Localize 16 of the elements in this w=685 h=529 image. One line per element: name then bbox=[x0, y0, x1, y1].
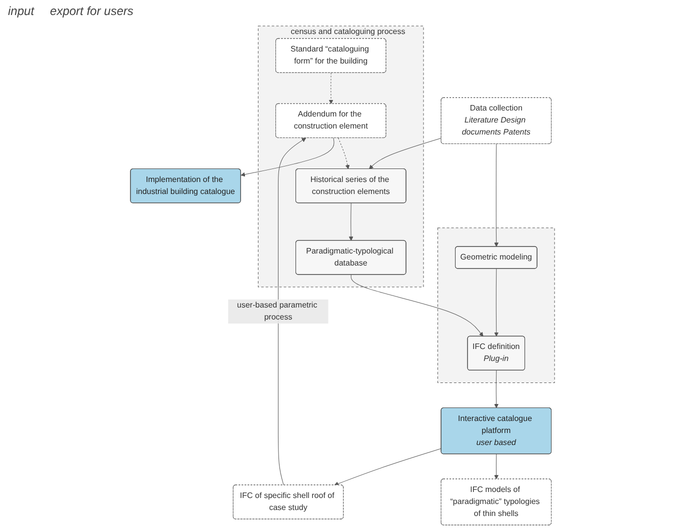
edge-label: user-based parametric process bbox=[237, 301, 318, 322]
arrow bbox=[338, 138, 350, 170]
arrow bbox=[240, 138, 334, 177]
arrow bbox=[368, 138, 442, 170]
arrow bbox=[494, 370, 499, 408]
note-label: input bbox=[8, 4, 34, 18]
arrow bbox=[494, 268, 499, 337]
arrow bbox=[494, 144, 499, 247]
arrow bbox=[348, 202, 354, 241]
arrow bbox=[350, 274, 484, 337]
arrow bbox=[334, 448, 442, 486]
note-label: export for users bbox=[50, 4, 134, 18]
cluster bbox=[438, 228, 555, 383]
arrow bbox=[278, 138, 306, 486]
arrow bbox=[328, 72, 334, 104]
arrow bbox=[494, 454, 499, 480]
